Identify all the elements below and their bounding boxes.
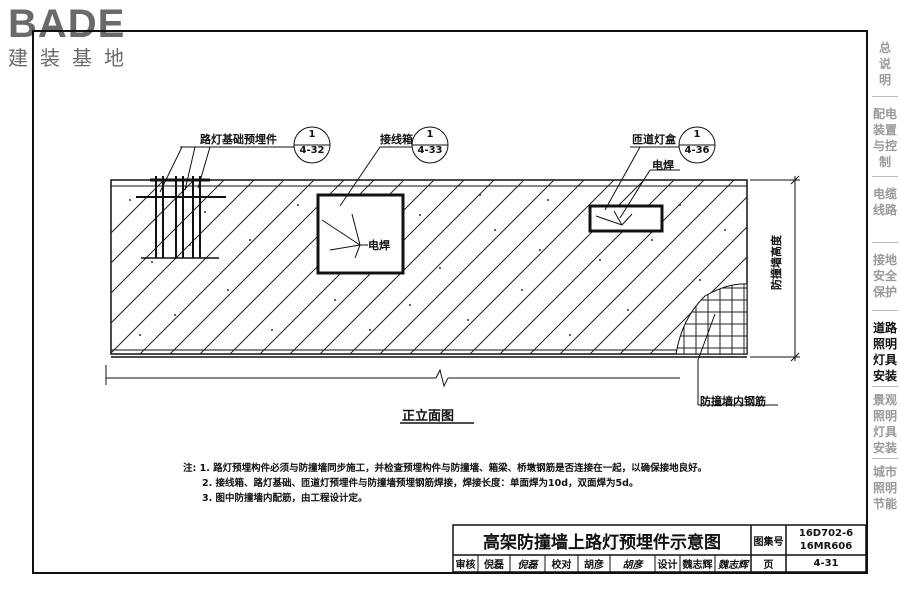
sidebar-divider (872, 386, 898, 387)
sidebar-divider (872, 458, 898, 459)
checker-signature: 胡彦 (622, 560, 643, 571)
checker: 胡彦 (584, 560, 604, 571)
callout-4-33: 1 4-33 (417, 129, 443, 156)
sidebar-tab-grounding[interactable]: 接地 安全 保护 (872, 253, 897, 299)
atlas-label: 图集号 (753, 536, 784, 548)
note-2: 2. 接线箱、路灯基础、匝道灯预埋件与防撞墙预埋钢筋焊接，焊接长度：单面焊为10… (202, 478, 639, 489)
title-block: 高架防撞墙上路灯预埋件示意图 图集号 16D702-6 16MR606 审核 倪… (453, 525, 866, 572)
check-label: 校对 (551, 560, 572, 571)
note-3: 3. 图中防撞墙内配筋，由工程设计定。 (202, 493, 368, 504)
callout-circles (293, 126, 716, 164)
atlas-no-2: 16MR606 (799, 541, 853, 552)
label-weld-box: 电焊 (368, 237, 390, 253)
logo-brand-cn: 建装基地 (8, 46, 136, 70)
callout-4-32: 1 4-32 (299, 129, 325, 156)
sidebar-divider (872, 176, 898, 177)
sidebar-tab-road-lighting[interactable]: 道路 照明 灯具 安装 (872, 321, 897, 383)
sidebar-tab-distribution[interactable]: 配电 装置 与控 制 (872, 107, 897, 169)
designer: 魏志辉 (682, 560, 713, 571)
label-junction-box: 接线箱 (380, 133, 413, 146)
logo-brand-text: BADE (8, 2, 126, 46)
sidebar-tab-energy-saving[interactable]: 城市 照明 节能 (872, 465, 897, 511)
label-wall-height: 防撞墙高度 (770, 235, 783, 290)
designer-signature: 魏志辉 (718, 560, 748, 571)
page-number: 4-31 (813, 558, 839, 569)
reviewer: 倪磊 (484, 560, 504, 571)
sidebar-tab-cable[interactable]: 电缆 线路 (872, 187, 897, 217)
junction-box (316, 193, 405, 275)
drawing-frame (32, 30, 868, 574)
label-rebar: 防撞墙内钢筋 (700, 395, 766, 408)
title-block-grid (452, 524, 867, 573)
label-lamp-box: 匝道灯盒 (632, 133, 676, 146)
view-title: 正立面图 (402, 409, 455, 424)
page-label: 页 (763, 560, 774, 571)
review-label: 审核 (455, 560, 476, 571)
label-foundation-embed: 路灯基础预埋件 (200, 133, 277, 146)
drawing-title: 高架防撞墙上路灯预埋件示意图 (483, 532, 721, 553)
sidebar-tab-landscape[interactable]: 景观 照明 灯具 安装 (872, 393, 897, 455)
sidebar-tab-general[interactable]: 总 说 明 (878, 41, 891, 87)
brand-logo: BADE 建装基地 (8, 4, 158, 70)
label-weld-lamp: 电焊 (652, 159, 674, 172)
sidebar-divider (872, 310, 898, 311)
note-1: 1. 路灯预埋构件必须与防撞墙同步施工，并检查预埋构件与防撞墙、箱梁、桥墩钢筋是… (199, 463, 708, 474)
atlas-no-1: 16D702-6 (798, 528, 854, 539)
reviewer-signature: 倪磊 (517, 560, 538, 571)
callout-4-36: 1 4-36 (684, 129, 710, 156)
design-label: 设计 (657, 560, 678, 571)
lamp-box (588, 204, 664, 233)
sidebar-divider (872, 96, 898, 97)
rebar-cutaway (675, 283, 748, 355)
sidebar-divider (872, 242, 898, 243)
notes-prefix: 注: (183, 463, 197, 474)
sidebar: 总 说 明 配电 装置 与控 制 电缆 线路 接地 安全 保护 道路 照明 灯具… (870, 30, 900, 574)
notes: 注: 1. 路灯预埋构件必须与防撞墙同步施工，并检查预埋构件与防撞墙、箱梁、桥墩… (183, 461, 707, 506)
